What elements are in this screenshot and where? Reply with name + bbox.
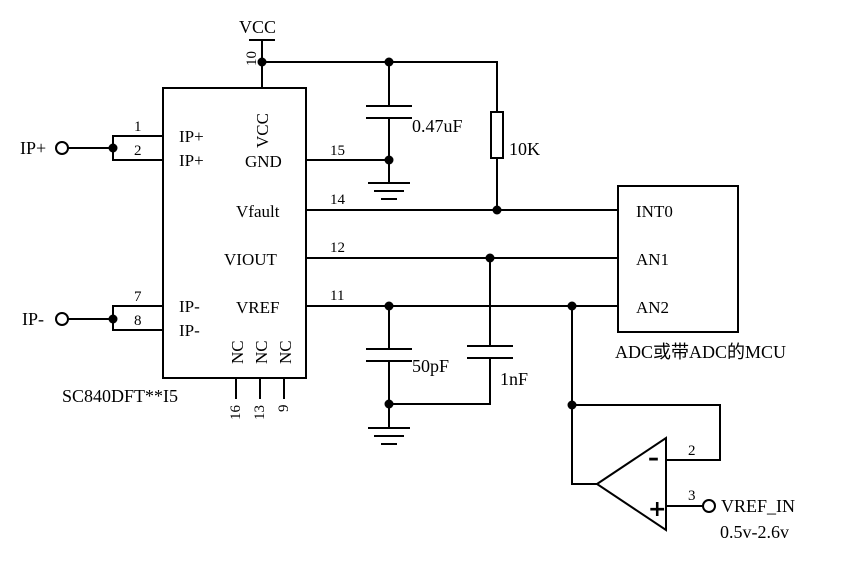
ic-body	[162, 87, 307, 379]
pin-number-7: 7	[134, 289, 142, 305]
pin-number-11: 11	[330, 288, 344, 304]
c50p-label: 50pF	[412, 356, 449, 376]
ip-plus-junction	[108, 143, 118, 153]
vcc-supply-label: VCC	[239, 17, 276, 37]
mcu-pin-an1: AN1	[636, 250, 669, 269]
vref-in-terminal-icon	[702, 499, 716, 513]
mcu-pin-int0: INT0	[636, 202, 673, 221]
mcu-title: ADC或带ADC的MCU	[615, 342, 786, 362]
vref-in-range: 0.5v-2.6v	[720, 522, 789, 542]
opamp-pin-3: 3	[688, 488, 696, 504]
pin-name-ip-minus-1: IP-	[179, 297, 200, 316]
pin-number-12: 12	[330, 240, 345, 256]
ip-minus-terminal-label: IP-	[22, 309, 44, 329]
pin-name-nc-9: NC	[276, 340, 295, 364]
pin-number-1: 1	[134, 119, 142, 135]
ic-part-number: SC840DFT**I5	[62, 386, 178, 406]
r10k-label: 10K	[509, 139, 540, 159]
pin-number-16: 16	[228, 405, 244, 421]
pin-name-nc-16: NC	[228, 340, 247, 364]
vcc-junction-ic	[257, 57, 267, 67]
c047-label: 0.47uF	[412, 116, 463, 136]
pin-name-ip-plus-2: IP+	[179, 151, 204, 170]
ip-minus-junction	[108, 314, 118, 324]
opamp-plus-sign: +	[648, 497, 666, 522]
cap-ground-junction	[384, 399, 394, 409]
mcu-box	[617, 185, 739, 333]
ip-plus-terminal-icon	[55, 141, 69, 155]
opamp-minus-sign: –	[648, 446, 659, 471]
pin-name-nc-13: NC	[252, 340, 271, 364]
opamp-triangle	[595, 436, 667, 532]
ip-plus-terminal-label: IP+	[20, 138, 46, 158]
pin-number-15: 15	[330, 143, 345, 159]
vref-in-label: VREF_IN	[721, 496, 795, 516]
pin-name-vfault: Vfault	[236, 202, 280, 221]
pin-number-14: 14	[330, 192, 346, 208]
mcu-pin-an2: AN2	[636, 298, 669, 317]
opamp-pin-2: 2	[688, 443, 696, 459]
pin-name-gnd: GND	[245, 152, 282, 171]
r10k-body	[490, 111, 504, 159]
pin-number-10: 10	[244, 51, 260, 66]
gnd-junction	[384, 155, 394, 165]
c1n-label: 1nF	[500, 369, 528, 389]
pin-number-2: 2	[134, 143, 142, 159]
pin-number-8: 8	[134, 313, 142, 329]
pin-name-vref: VREF	[236, 298, 279, 317]
pin-name-viout: VIOUT	[224, 250, 277, 269]
pin-name-ip-minus-2: IP-	[179, 321, 200, 340]
vfault-junction	[492, 205, 502, 215]
pin-name-ip-plus-1: IP+	[179, 127, 204, 146]
ip-minus-terminal-icon	[55, 312, 69, 326]
pin-name-vcc: VCC	[253, 113, 272, 148]
pin-number-9: 9	[276, 405, 292, 413]
pin-number-13: 13	[252, 405, 268, 420]
